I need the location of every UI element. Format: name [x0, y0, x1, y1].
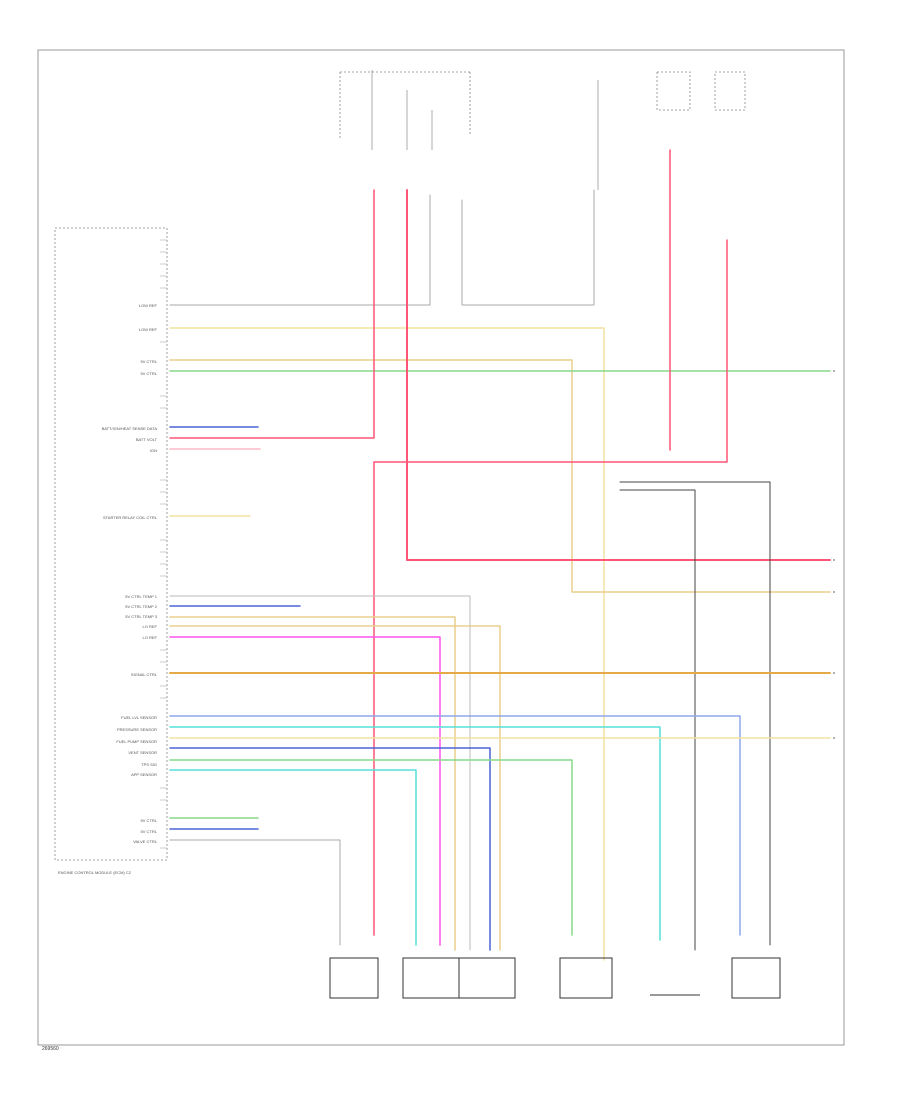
- wire-tan-1: [169, 359, 831, 593]
- ecm-labels: LOW REF LOW REF 5V CTRL 5V CTRL BATT/IGN…: [58, 303, 158, 875]
- wire-yellow-1: [169, 327, 605, 961]
- diagram-id: 269560: [42, 1046, 59, 1052]
- wire-red-4: [406, 189, 831, 561]
- component-box-3: [559, 957, 613, 999]
- wire-magenta-1: [169, 636, 441, 946]
- wire-cyan-2: [169, 769, 417, 946]
- wire-grey-1: [169, 194, 431, 306]
- ecm-label: PRESSURE SENSOR: [117, 727, 157, 732]
- ecm-label: TPS SIG: [141, 762, 157, 767]
- top-components: [339, 70, 746, 190]
- ecm-label: 5V CTRL TEMP 2: [125, 604, 157, 609]
- ecm-label: 5V CTRL: [141, 829, 158, 834]
- ecm-pin-ticks: [160, 239, 167, 849]
- ecm-label: BATT VOLT: [136, 437, 158, 442]
- ecm-label: LO REF: [143, 635, 158, 640]
- ecm-label: LOW REF: [139, 303, 158, 308]
- wire-tan-3: [169, 625, 501, 951]
- wire-red-1: [169, 189, 375, 439]
- wire-blue-3: [169, 715, 741, 936]
- ecm-label: LOW REF: [139, 327, 158, 332]
- wire-blue-4: [169, 747, 491, 951]
- ecm-title: ENGINE CONTROL MODULE (ECM) C2: [58, 870, 132, 875]
- ecm-label: BATT/IGN/HEAT SENSE DATA: [102, 426, 158, 431]
- ecm-label: 5V CTRL: [141, 371, 158, 376]
- right-edge-connectors: [833, 370, 835, 739]
- ecm-label: 5V CTRL TEMP 3: [125, 614, 157, 619]
- ecm-label: SIGNAL CTRL: [131, 672, 158, 677]
- wire-cyan-1: [169, 726, 661, 941]
- wires: [169, 149, 831, 961]
- wire-dark-2: [619, 481, 771, 946]
- component-box-1: [329, 957, 379, 999]
- ecm-label: APP SENSOR: [131, 772, 157, 777]
- ecm-label: 5V CTRL: [141, 818, 158, 823]
- ecm-label: 5V CTRL: [141, 359, 158, 364]
- wire-green-2: [169, 759, 573, 936]
- ecm-box: [54, 227, 168, 861]
- wire-grey-4: [169, 595, 471, 951]
- wire-tan-2: [169, 616, 456, 951]
- ecm-label: VALVE CTRL: [133, 839, 158, 844]
- wire-grey-2: [461, 189, 595, 306]
- ecm-label: STARTER RELAY COIL CTRL: [103, 515, 158, 520]
- wire-red-3: [373, 239, 728, 463]
- ecm-label: IGN: [150, 448, 157, 453]
- ecm-label: FUEL PUMP SENSOR: [116, 739, 157, 744]
- ecm-label: VENT SENSOR: [128, 750, 157, 755]
- wire-dark-1: [619, 489, 696, 951]
- ecm-label: LO REF: [143, 624, 158, 629]
- diagram-frame: [37, 49, 845, 1046]
- ecm-label: FUEL LVL SENSOR: [121, 715, 157, 720]
- component-box-4: [731, 957, 781, 999]
- ecm-label: 5V CTRL TEMP 1: [125, 594, 157, 599]
- wire-grey-5: [169, 839, 341, 946]
- bottom-components: [329, 957, 781, 999]
